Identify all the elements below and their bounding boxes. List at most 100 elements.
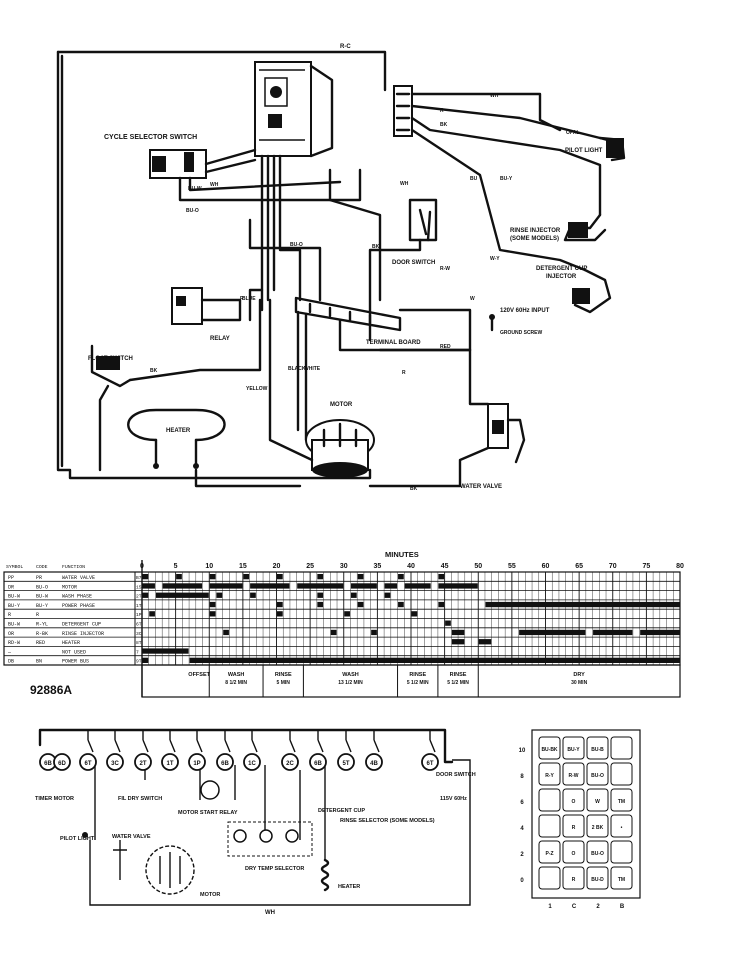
timer-bar	[371, 629, 377, 636]
timer-bar	[438, 601, 445, 608]
svg-text:WH: WH	[490, 93, 499, 99]
grid-cell-label: BU-O	[591, 851, 604, 857]
timer-row-symbol: BU-W	[8, 594, 20, 600]
phase-duration: 5 1/2 MIN	[447, 680, 469, 686]
input-note: GROUND SCREW	[500, 330, 543, 336]
timer-terminal-label: 6T	[426, 761, 433, 767]
timer-terminal	[188, 753, 206, 771]
timer-row-symbol: —	[7, 649, 12, 655]
grid-col-label: B	[620, 904, 625, 910]
timer-row-symbol: DR	[8, 584, 14, 590]
wire-label: WHITE	[304, 366, 321, 372]
timer-bar	[478, 639, 492, 645]
pilot-light-label: PILOT LIGHT	[565, 148, 603, 154]
timer-terminal-label: 6B	[314, 761, 322, 767]
timer-bar	[142, 657, 149, 663]
cycle-selector-label: CYCLE SELECTOR SWITCH	[104, 134, 197, 141]
rinse-injector-label: RINSE INJECTOR	[510, 228, 561, 234]
timer-bar	[189, 657, 680, 663]
minute-tick-label: 45	[441, 563, 449, 570]
detergent-cup-label-2: INJECTOR	[546, 274, 577, 280]
timer-bar	[176, 574, 182, 580]
grid-row-label: 2	[520, 852, 524, 858]
grid-cell-label: R-Y	[545, 773, 554, 779]
timer-terminal	[79, 753, 97, 771]
grid-cell-label: W	[595, 799, 600, 805]
timer-terminal-label: 5T	[342, 761, 349, 767]
minute-tick-label: 10	[205, 563, 213, 570]
wire-label: BLUE	[242, 296, 256, 302]
timer-terminal	[161, 753, 179, 771]
motor-schematic-label: MOTOR	[200, 892, 220, 898]
timer-bar	[330, 629, 337, 636]
minute-tick-label: 5	[174, 563, 178, 570]
grid-cell	[538, 840, 561, 864]
grid-cell-label: P-Z	[545, 851, 553, 857]
grid-cell	[562, 788, 585, 812]
minute-tick-label: 60	[542, 563, 550, 570]
pilot-schematic-label: PILOT LIGHT	[60, 836, 95, 842]
grid-cell	[562, 840, 585, 864]
pictorial-wiring: R-C WH R BK PILOT LIGHT OPAL	[56, 44, 626, 492]
timer-terminal-label: 2C	[286, 761, 294, 767]
timer-bar	[384, 583, 398, 589]
detergent-schematic-label: DETERGENT CUP	[318, 808, 365, 814]
grid-cell	[610, 840, 633, 864]
grid-cell-label: R	[572, 825, 576, 831]
timer-bar	[223, 629, 229, 636]
wire-label: BU-W	[188, 186, 202, 192]
timer-terminal-label: 6T	[84, 761, 91, 767]
timer-motor-label: TIMER MOTOR	[35, 796, 74, 802]
timer-row-function: POWER BUS	[62, 659, 89, 665]
heater-symbol	[320, 858, 330, 892]
grid-cell	[538, 788, 561, 812]
timer-bar	[451, 629, 465, 636]
timer-row-function: WASH PHASE	[62, 594, 92, 600]
wire-label: W	[470, 296, 475, 302]
timer-bar	[317, 574, 324, 580]
wire-label-top: R-C	[340, 44, 351, 50]
timer-bar	[277, 611, 283, 617]
heater	[127, 408, 302, 488]
grid-cell-label: O	[572, 851, 576, 857]
grid-cell-label: O	[572, 799, 576, 805]
timer-terminal-label: 6B	[44, 761, 52, 767]
timer-row-symbol: OR	[8, 631, 14, 637]
grid-row-label: 6	[520, 800, 524, 806]
part-number: 92886A	[30, 683, 72, 697]
heater-schematic-label: HEATER	[338, 884, 360, 890]
terminal-board-label: TERMINAL BOARD	[366, 340, 421, 346]
phase-label: RINSE	[275, 672, 292, 678]
timer-terminal	[53, 753, 71, 771]
schematic-bottom-wire: WH	[265, 910, 275, 916]
timer-bar	[155, 592, 209, 598]
timer-bar	[142, 648, 189, 654]
grid-cell-label: BU-BK	[541, 747, 557, 753]
timer-bar	[438, 574, 445, 580]
svg-text:BK: BK	[440, 122, 448, 128]
grid-cell	[562, 814, 585, 838]
phase-duration: 8 1/2 MIN	[225, 680, 247, 686]
grid-cell	[586, 736, 609, 760]
timer-row-symbol: RD-W	[8, 640, 20, 646]
grid-cell-label: R	[572, 877, 576, 883]
timer-bar	[142, 592, 149, 598]
grid-row-label: 8	[520, 774, 524, 780]
grid-row-label: 4	[520, 826, 524, 832]
grid-cell-label: •	[621, 825, 623, 831]
timer-bar	[485, 601, 680, 608]
timer-module	[254, 61, 334, 158]
phase-label: WASH	[342, 672, 359, 678]
timer-row-terminal: B7	[136, 575, 142, 581]
input-label: 120V 60Hz INPUT	[500, 308, 550, 314]
motor-start-relay-symbol	[200, 780, 220, 800]
input-schematic-label: 115V 60Hz	[440, 796, 467, 802]
wire-label: R	[402, 370, 406, 376]
timer-header-col: SYMBOL	[6, 564, 23, 570]
timer-header-col: FUNCTION	[62, 564, 85, 570]
timer-row-terminal: 9T	[136, 659, 142, 665]
wire-label: YELLOW	[246, 386, 268, 392]
motor	[268, 298, 375, 478]
timer-row-symbol: DB	[8, 659, 14, 665]
